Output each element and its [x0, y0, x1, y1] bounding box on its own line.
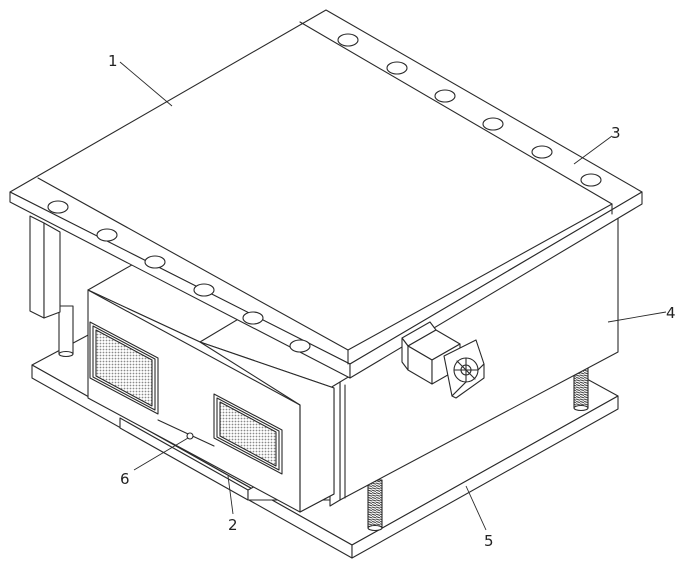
label-part-6: 6 — [120, 470, 130, 488]
sensor-wire — [157, 419, 215, 447]
label-part-1: 1 — [108, 52, 118, 70]
rod-front — [367, 479, 383, 529]
bolt-holes-back — [337, 33, 602, 187]
label-part-2: 2 — [228, 516, 238, 534]
vent-left — [89, 321, 159, 415]
vent-right — [213, 393, 283, 475]
bolt-holes-front — [47, 200, 311, 353]
fan-motor — [401, 321, 485, 399]
label-part-3: 3 — [611, 124, 621, 142]
label-part-4: 4 — [666, 304, 676, 322]
label-part-5: 5 — [484, 532, 494, 550]
left-flange — [29, 215, 61, 319]
rod-left — [58, 305, 74, 355]
support-rods — [58, 305, 589, 532]
leader-lines — [119, 61, 667, 531]
